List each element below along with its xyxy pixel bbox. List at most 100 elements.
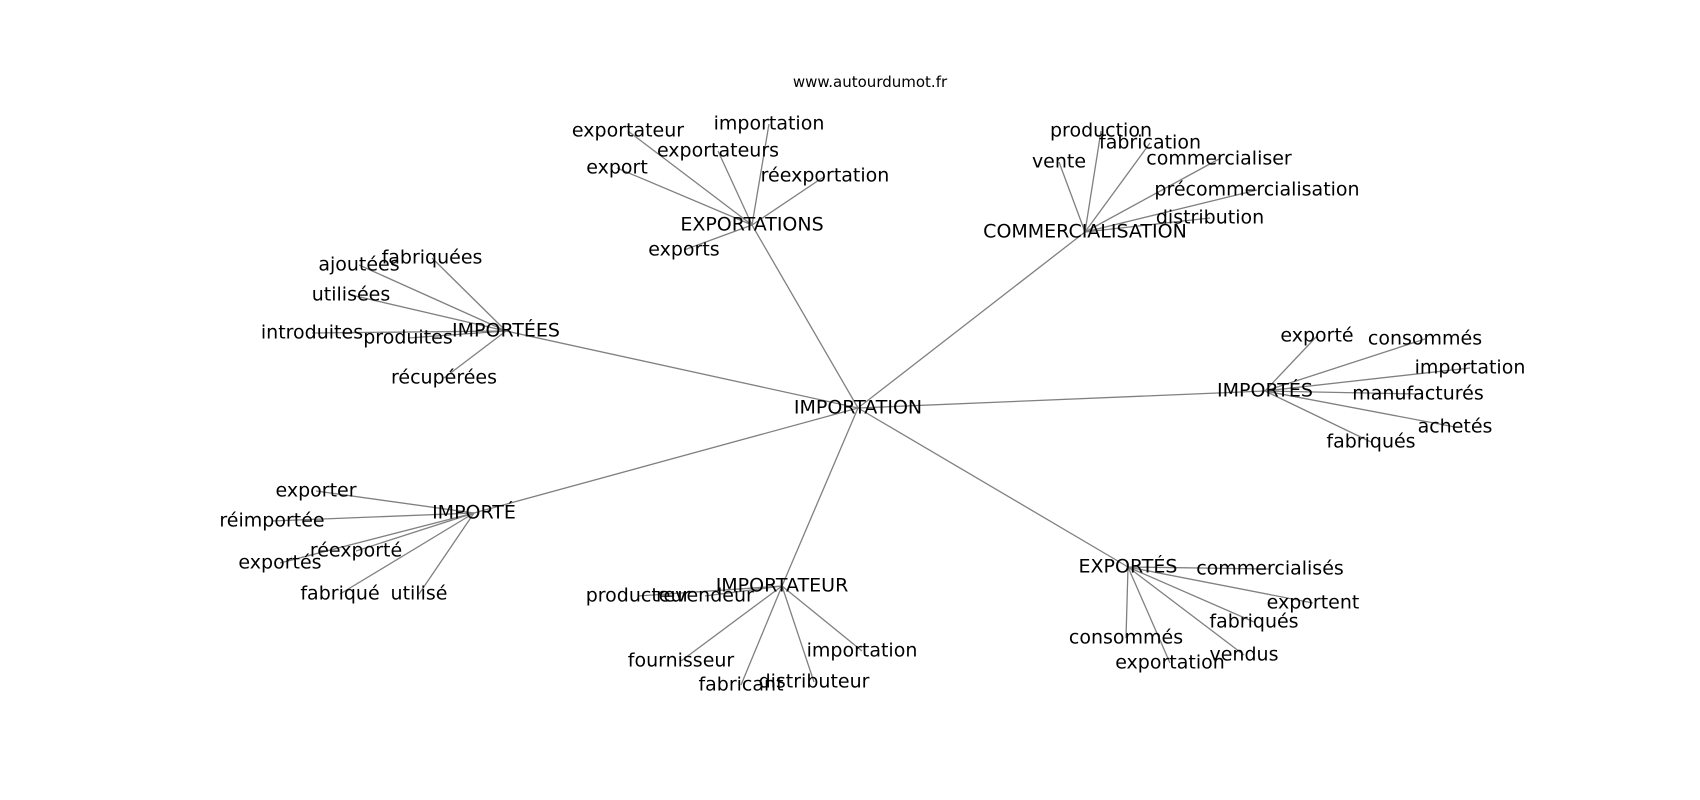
root-node-label: IMPORTATION	[794, 397, 922, 419]
leaf-node-label: commercialiser	[1146, 148, 1292, 170]
leaf-node-label: introduites	[261, 322, 363, 344]
edge-hub-to-leaf	[355, 512, 475, 552]
edge-hub-to-leaf	[315, 490, 475, 514]
edge-root-to-hub	[857, 390, 1266, 409]
leaf-node-label: export	[586, 157, 648, 179]
leaf-node-label: vente	[1032, 151, 1086, 173]
edge-hub-to-leaf	[680, 585, 783, 662]
edge-hub-to-leaf	[350, 294, 507, 332]
leaf-node-label: distribution	[1156, 207, 1264, 229]
hub-node-label: EXPORTÉS	[1079, 555, 1178, 578]
edge-hub-to-leaf	[431, 257, 507, 332]
edge-hub-to-leaf	[1264, 367, 1471, 392]
leaf-node-label: réimportée	[219, 510, 324, 532]
graph-labels: www.autourdumot.fr IMPORTATION EXPORTATIO…	[219, 73, 1525, 696]
edge-hub-to-leaf	[358, 264, 507, 332]
edge-hub-to-leaf	[311, 330, 507, 334]
edge-hub-to-leaf	[683, 224, 753, 251]
edge-hub-to-leaf	[717, 150, 753, 226]
edge-hub-to-leaf	[1264, 390, 1419, 395]
leaf-node-label: consommés	[1069, 627, 1183, 649]
watermark-text: www.autourdumot.fr	[793, 73, 948, 91]
leaf-node-label: fabriquées	[382, 247, 483, 269]
hub-node-label: EXPORTATIONS	[680, 214, 823, 236]
leaf-node-label: réexporté	[310, 540, 402, 562]
leaf-node-label: importation	[807, 640, 918, 662]
edge-hub-to-leaf	[1084, 217, 1211, 233]
edge-hub-to-leaf	[279, 512, 475, 564]
hub-node-label: IMPORTATEUR	[716, 575, 849, 597]
leaf-node-label: exporté	[1280, 325, 1353, 347]
edge-hub-to-leaf	[1084, 158, 1220, 233]
edge-hub-to-leaf	[1127, 566, 1314, 604]
edge-root-to-hub	[751, 224, 859, 409]
hub-node-label: COMMERCIALISATION	[983, 221, 1187, 243]
leaf-node-label: vendus	[1210, 644, 1279, 666]
leaf-node-label: achetés	[1418, 416, 1493, 438]
edge-hub-to-leaf	[751, 123, 770, 226]
edge-hub-to-leaf	[1264, 335, 1318, 392]
edge-hub-to-leaf	[1084, 130, 1102, 233]
edge-hub-to-leaf	[627, 130, 753, 226]
leaf-node-label: exportent	[1267, 592, 1360, 614]
leaf-node-label: réexportation	[761, 165, 890, 187]
edge-hub-to-leaf	[1084, 142, 1151, 233]
edge-hub-to-leaf	[781, 585, 815, 683]
edge-hub-to-leaf	[1058, 161, 1086, 233]
leaf-node-label: exportateur	[572, 120, 684, 142]
leaf-node-label: précommercialisation	[1154, 179, 1359, 201]
edge-hub-to-leaf	[443, 330, 507, 379]
leaf-node-label: exporter	[275, 480, 356, 502]
edge-hub-to-leaf	[1264, 390, 1456, 428]
edge-hub-to-leaf	[1084, 189, 1258, 233]
leaf-node-label: distributeur	[759, 671, 870, 693]
leaf-node-label: exports	[648, 239, 719, 261]
edge-hub-to-leaf	[1125, 566, 1129, 639]
edge-root-to-hub	[857, 231, 1086, 409]
leaf-node-label: fabriqués	[1209, 611, 1298, 633]
edge-root-to-hub	[781, 407, 859, 587]
hub-node-label: IMPORTÉES	[452, 319, 560, 342]
edge-hub-to-leaf	[271, 512, 475, 522]
edge-hub-to-leaf	[704, 585, 783, 597]
leaf-node-label: récupérées	[391, 367, 497, 389]
leaf-node-label: revendeur	[656, 585, 754, 607]
leaf-node-label: exportateurs	[657, 140, 779, 162]
edge-root-to-hub	[473, 407, 859, 514]
edge-hub-to-leaf	[1127, 566, 1245, 656]
hub-node-label: IMPORTÉS	[1217, 379, 1313, 402]
leaf-node-label: production	[1050, 120, 1152, 142]
leaf-node-label: produites	[363, 327, 453, 349]
edge-hub-to-leaf	[740, 585, 783, 686]
edge-hub-to-leaf	[1127, 566, 1271, 570]
edge-hub-to-leaf	[616, 167, 753, 226]
edge-hub-to-leaf	[781, 585, 863, 652]
edge-hub-to-leaf	[1127, 566, 1255, 623]
leaf-node-label: utilisé	[391, 583, 448, 605]
leaf-node-label: fabriqué	[300, 583, 379, 605]
leaf-node-label: fabricant	[698, 674, 783, 696]
edge-root-to-hub	[857, 407, 1129, 568]
leaf-node-label: fournisseur	[628, 650, 735, 672]
leaf-node-label: exportés	[238, 552, 321, 574]
edge-hub-to-leaf	[1264, 390, 1372, 443]
edge-hub-to-leaf	[1264, 338, 1426, 392]
leaf-node-label: importation	[714, 113, 825, 135]
edge-hub-to-leaf	[339, 512, 475, 595]
edge-hub-to-leaf	[407, 330, 507, 339]
leaf-node-label: fabriqués	[1326, 431, 1415, 453]
edge-hub-to-leaf	[1127, 566, 1171, 664]
leaf-node-label: importation	[1415, 357, 1526, 379]
leaf-node-label: commercialisés	[1196, 558, 1344, 580]
leaf-node-label: fabrication	[1099, 132, 1201, 154]
leaf-node-label: producteur	[586, 585, 691, 607]
edge-hub-to-leaf	[637, 585, 783, 597]
graph-edges	[271, 123, 1471, 686]
leaf-node-label: ajoutées	[318, 254, 399, 276]
edge-root-to-hub	[505, 330, 859, 409]
leaf-node-label: manufacturés	[1352, 383, 1484, 405]
hub-node-label: IMPORTÉ	[432, 501, 516, 524]
edge-hub-to-leaf	[751, 175, 826, 226]
edge-hub-to-leaf	[418, 512, 475, 595]
